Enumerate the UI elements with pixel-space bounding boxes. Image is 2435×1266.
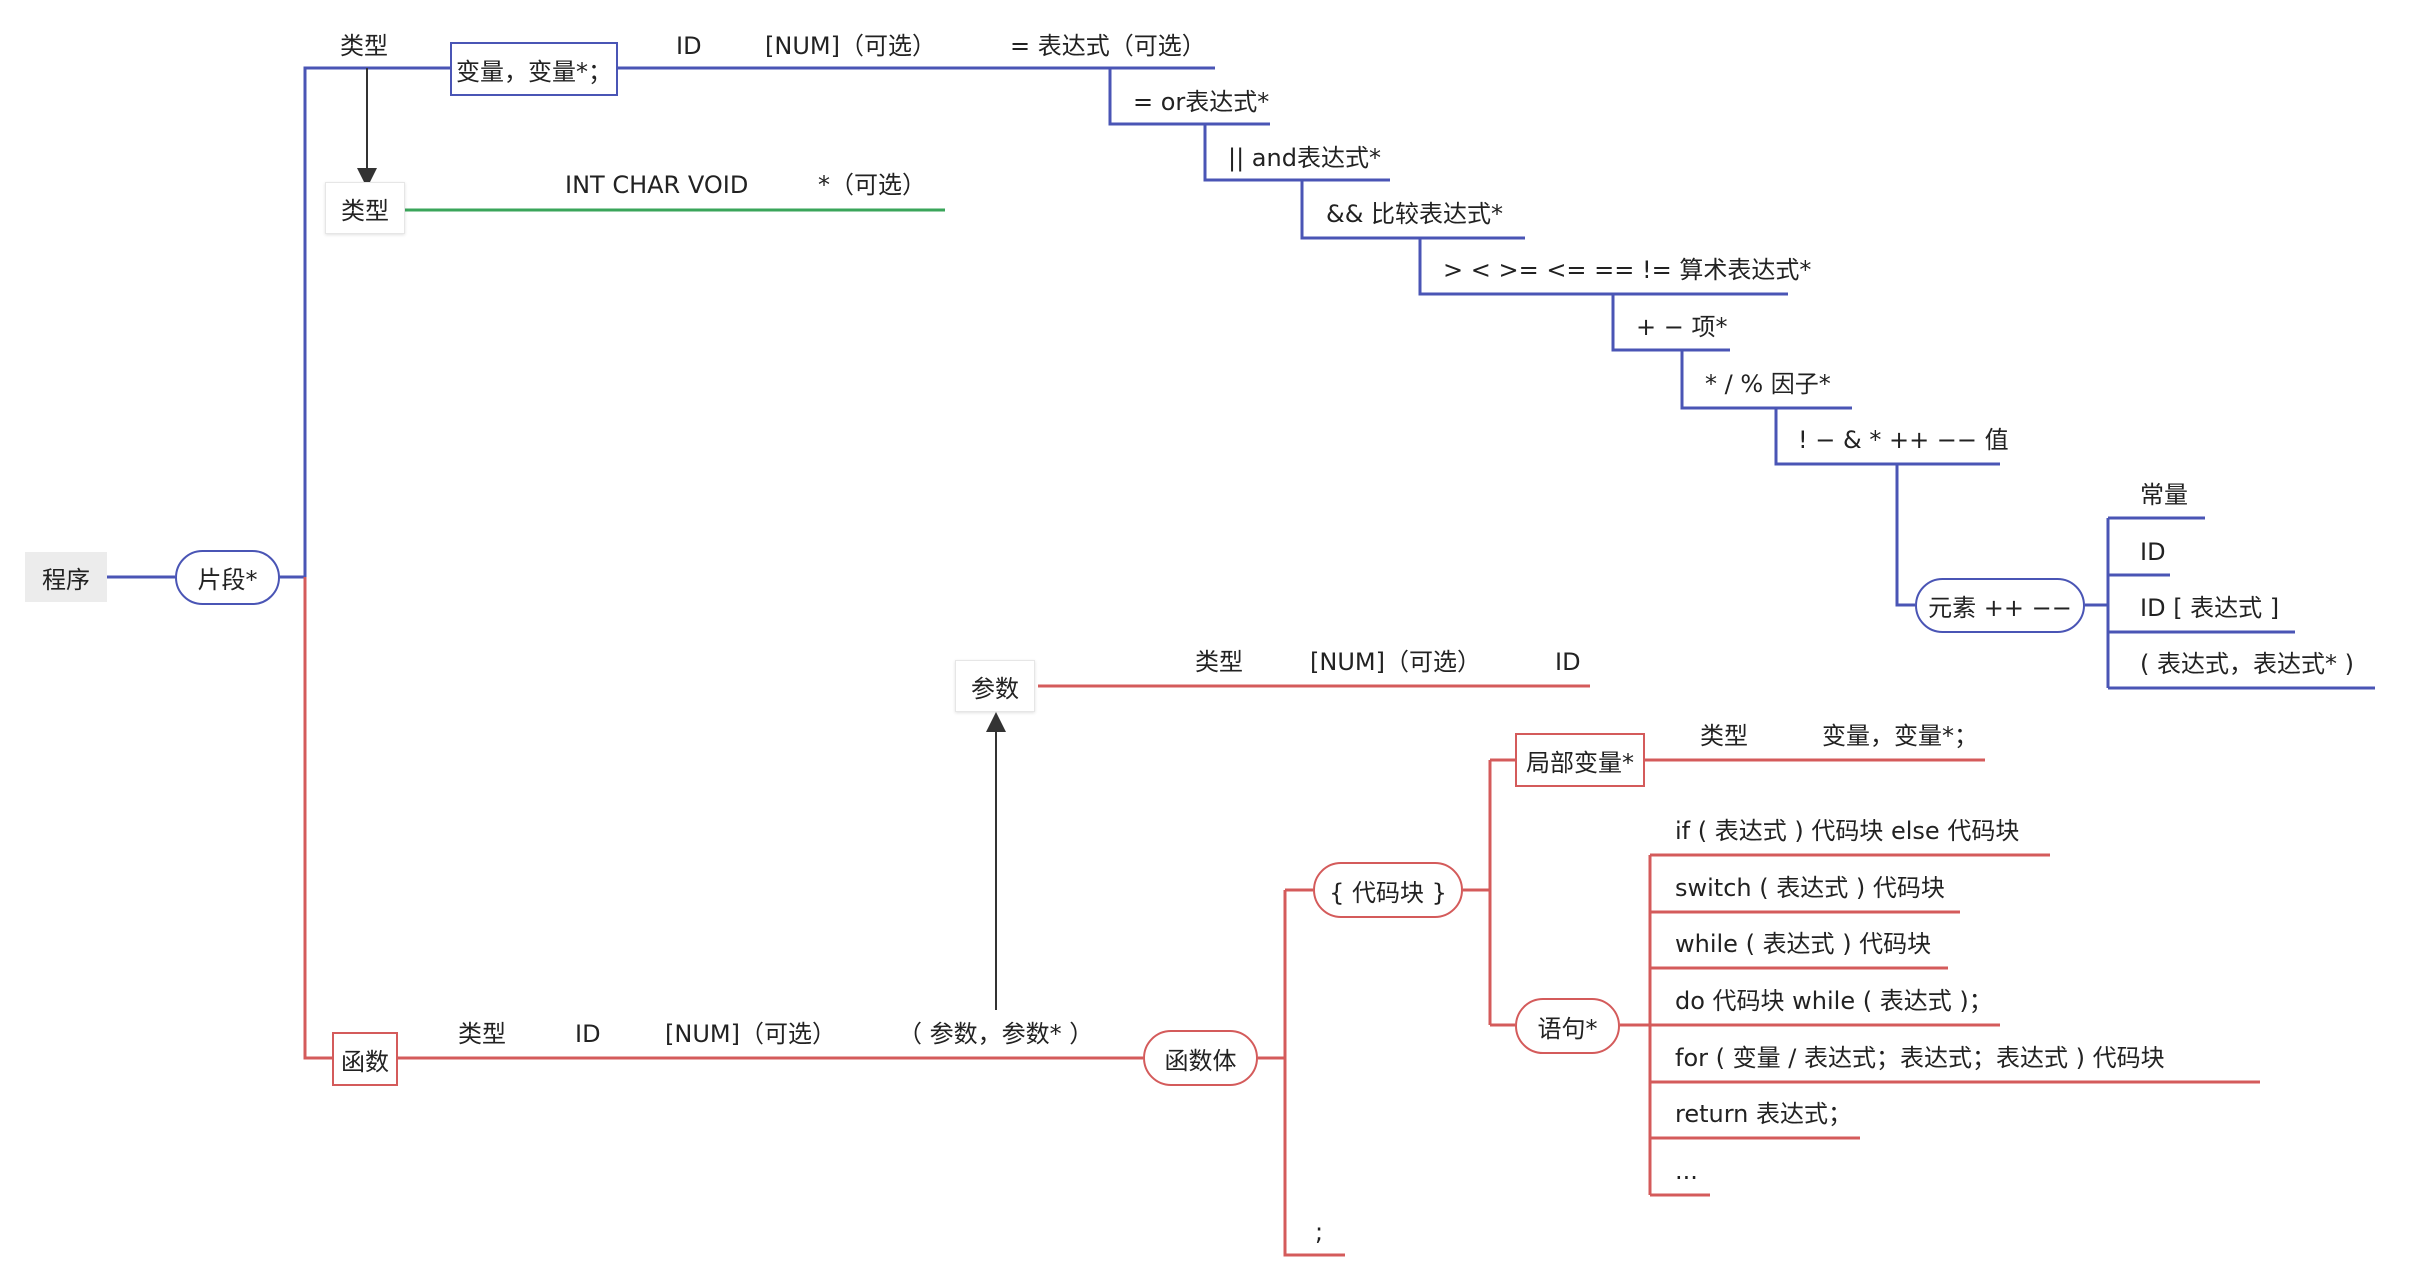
func-type: 类型 xyxy=(458,1020,506,1048)
element-child-2: ID xyxy=(2140,538,2166,566)
decl-num-opt: [NUM]（可选） xyxy=(765,32,936,60)
stmt-node: 语句* xyxy=(1515,998,1620,1054)
expr-factor: * / % 因子* xyxy=(1705,370,1831,398)
stmt-switch: switch ( 表达式 ) 代码块 xyxy=(1675,874,1945,902)
type-values: INT CHAR VOID xyxy=(565,171,749,199)
func-params: （ 参数，参数* ） xyxy=(898,1020,1094,1048)
expr-value: ! − & * ++ −− 值 xyxy=(1798,426,2009,454)
type-box: 类型 xyxy=(325,182,405,234)
local-vars-list: 变量，变量*； xyxy=(1822,722,1978,750)
func-num-opt: [NUM]（可选） xyxy=(665,1020,836,1048)
block-node: { 代码块 } xyxy=(1313,862,1463,918)
param-type: 类型 xyxy=(1195,648,1243,676)
expr-to-element xyxy=(1895,464,1915,607)
element-node: 元素 ++ −− xyxy=(1915,578,2085,633)
local-vars-type: 类型 xyxy=(1700,722,1748,750)
root-node: 程序 xyxy=(25,552,107,602)
func-id: ID xyxy=(575,1020,601,1048)
param-id: ID xyxy=(1555,648,1581,676)
decl-id: ID xyxy=(676,32,702,60)
param-num-opt: [NUM]（可选） xyxy=(1310,648,1481,676)
expr-arith: > < >= <= == != 算术表达式* xyxy=(1443,256,1812,284)
decl-type-label: 类型 xyxy=(340,32,388,60)
element-child-1: 常量 xyxy=(2140,481,2188,509)
expr-or: = or表达式* xyxy=(1133,88,1270,116)
param-box: 参数 xyxy=(955,660,1035,712)
ptr-opt: *（可选） xyxy=(818,171,926,199)
expr-compare: && 比较表达式* xyxy=(1326,200,1504,228)
stmt-ellipsis: ... xyxy=(1675,1157,1698,1185)
func-box: 函数 xyxy=(332,1032,398,1086)
element-child-4: ( 表达式，表达式* ) xyxy=(2140,650,2354,678)
expr-step-2 xyxy=(1203,124,1390,182)
expr-step-5 xyxy=(1611,294,1730,352)
element-child-3: ID [ 表达式 ] xyxy=(2140,594,2280,622)
expr-step-3 xyxy=(1300,180,1525,240)
expr-step-4 xyxy=(1418,238,1788,296)
body-children-line xyxy=(1283,890,1345,1257)
func-semicolon: ; xyxy=(1315,1218,1324,1246)
red-trunk-line xyxy=(303,577,332,1060)
stmt-if: if ( 表达式 ) 代码块 else 代码块 xyxy=(1675,817,2020,845)
segment-node: 片段* xyxy=(175,550,280,605)
expr-term: + − 项* xyxy=(1636,313,1728,341)
expr-and: || and表达式* xyxy=(1228,144,1381,172)
decl-init-opt: = 表达式（可选） xyxy=(1010,32,1206,60)
stmt-do-while: do 代码块 while ( 表达式 )； xyxy=(1675,987,1993,1015)
expr-step-6 xyxy=(1680,350,1852,410)
expr-step-1 xyxy=(1108,68,1270,126)
func-body-node: 函数体 xyxy=(1143,1030,1258,1086)
expr-step-7 xyxy=(1774,408,2000,466)
stmt-return: return 表达式； xyxy=(1675,1100,1853,1128)
blue-trunk-line xyxy=(303,66,345,577)
stmt-for: for ( 变量 / 表达式；表达式；表达式 ) 代码块 xyxy=(1675,1044,2165,1072)
local-vars-box: 局部变量* xyxy=(1515,733,1645,787)
stmt-while: while ( 表达式 ) 代码块 xyxy=(1675,930,1932,958)
var-box: 变量，变量*； xyxy=(450,42,618,96)
